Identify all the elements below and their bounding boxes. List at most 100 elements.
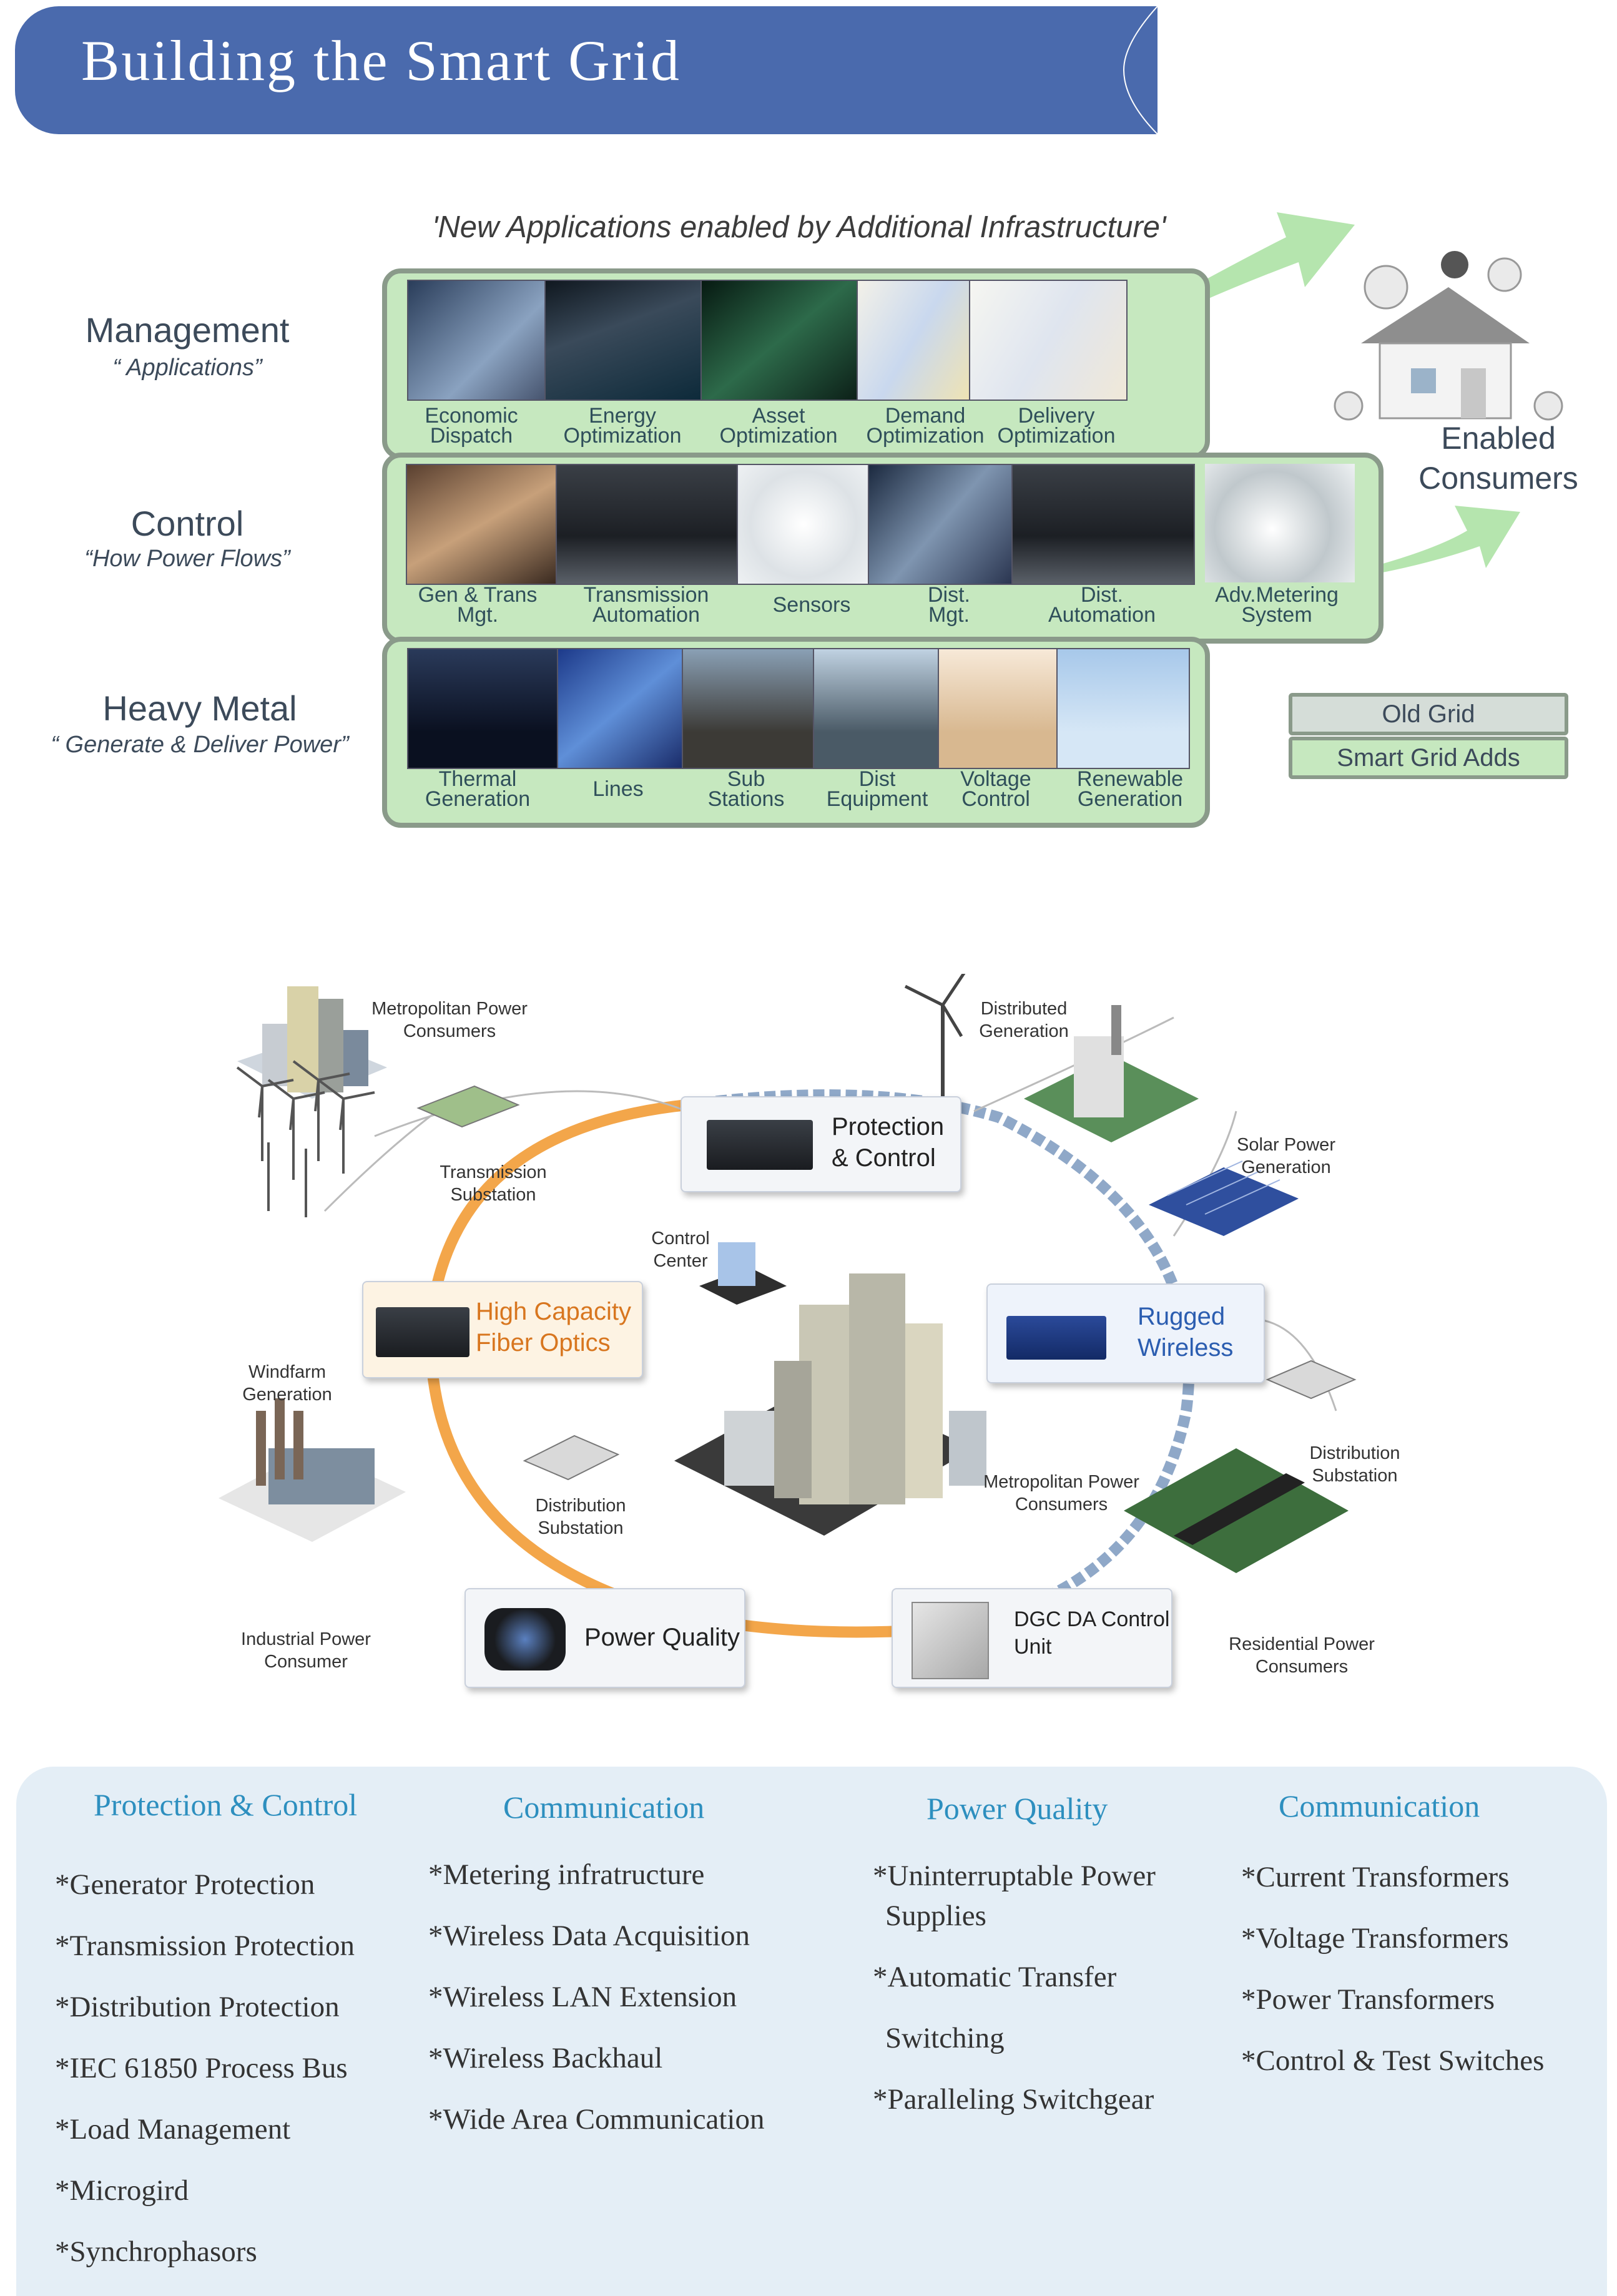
label-transmission-sub: Transmission Substation: [440, 1162, 547, 1205]
tile-adv-metering: Adv.Metering System: [1215, 583, 1339, 627]
layer-control-subtitle: “How Power Flows”: [84, 546, 290, 572]
tile-lines: Lines: [592, 777, 644, 801]
tile-dist-mgt: Dist. Mgt.: [928, 583, 970, 627]
gen-trans-mgt-photo: [406, 464, 558, 585]
title-banner: [15, 6, 1157, 134]
label-dist-sub-right: Distribution Substation: [1309, 1443, 1400, 1486]
power-meter-icon: [484, 1608, 566, 1670]
control-cabinet-icon: [912, 1602, 989, 1679]
dist-equipment-photo: [813, 648, 940, 769]
callout-dgc: DGC DA Control Unit: [892, 1588, 1172, 1688]
tile-transmission-automation: Transmission Automation: [583, 583, 709, 627]
layer-management-subtitle: “ Applications”: [112, 355, 262, 381]
list-item: *Wireless Data Acquisition: [428, 1920, 750, 1952]
label-solar: Solar Power Generation: [1237, 1135, 1335, 1177]
callout-protection-control: Protection & Control: [681, 1096, 961, 1192]
column-heading-communication-2: Communication: [1279, 1788, 1480, 1823]
voltage-control-photo: [938, 648, 1059, 769]
callout-fiber-text: High Capacity Fiber Optics: [476, 1298, 632, 1357]
list-item: *IEC 61850 Process Bus: [55, 2052, 348, 2084]
list-item: *Distribution Protection: [55, 1991, 340, 2023]
callout-power-quality: Power Quality: [464, 1588, 745, 1688]
wireless-device-icon: [1006, 1316, 1106, 1360]
list-item: *Metering infratructure: [428, 1858, 705, 1891]
column-heading-power-quality: Power Quality: [926, 1791, 1108, 1826]
callout-rugged-wireless: Rugged Wireless: [986, 1283, 1265, 1383]
label-windfarm: Windfarm Generation: [242, 1362, 332, 1405]
tile-dist-automation: Dist. Automation: [1048, 583, 1156, 627]
list-item: *Wireless Backhaul: [428, 2042, 663, 2074]
list-item: *Automatic Transfer: [873, 1961, 1117, 1993]
label-control-center: Control Center: [651, 1229, 710, 1271]
tile-energy-optimization: Energy Optimization: [563, 404, 682, 448]
callout-fiber-optics: High Capacity Fiber Optics: [362, 1281, 643, 1378]
tile-renewable-generation: Renewable Generation: [1076, 767, 1184, 811]
callout-power-quality-text: Power Quality: [584, 1624, 740, 1651]
energy-optimization-photo: [544, 280, 703, 401]
tile-sensors: Sensors: [772, 593, 851, 617]
list-item: *Paralleling Switchgear: [873, 2083, 1154, 2116]
page-title: Building the Smart Grid: [81, 29, 681, 92]
economic-dispatch-photo: [407, 280, 552, 401]
transmission-automation-photo: [556, 464, 739, 585]
thermal-generation-photo: [407, 648, 559, 769]
list-item: *Wide Area Communication: [428, 2103, 765, 2136]
column-heading-protection: Protection & Control: [94, 1787, 358, 1822]
fiber-device-icon: [376, 1307, 469, 1357]
tile-gen-trans-mgt: Gen & Trans Mgt.: [418, 583, 538, 627]
callout-protection-text: Protection & Control: [832, 1113, 945, 1172]
list-item: *Current Transformers: [1241, 1861, 1510, 1893]
control-band: Gen & Trans Mgt. Transmission Automation…: [382, 453, 1384, 644]
list-item: *Power Transformers: [1241, 1983, 1495, 2016]
label-industrial: Industrial Power Consumer: [241, 1629, 371, 1672]
upgrade-arrow-icon: [1180, 212, 1355, 303]
legend-smart-grid-adds: Smart Grid Adds: [1289, 737, 1568, 779]
list-item: Switching: [885, 2022, 1005, 2054]
list-item: Supplies: [885, 1900, 986, 1932]
asset-optimization-photo: [700, 280, 859, 401]
heavy-metal-band: Thermal Generation Lines Sub Stations Di…: [382, 637, 1210, 828]
tile-demand-optimization: Demand Optimization: [866, 404, 985, 448]
label-dist-sub-left: Distribution Substation: [535, 1496, 626, 1538]
dist-automation-photo: [1011, 464, 1195, 585]
house-icon: [1334, 251, 1563, 421]
list-item: *Uninterruptable Power: [873, 1860, 1156, 1892]
layer-heavy-metal-subtitle: “ Generate & Deliver Power”: [51, 732, 349, 758]
list-item: *Microgird: [55, 2174, 189, 2207]
list-item: *Voltage Transformers: [1241, 1922, 1509, 1955]
delivery-optimization-photo: [969, 280, 1128, 401]
list-item: *Transmission Protection: [55, 1930, 355, 1962]
banner-notch: [1099, 6, 1158, 134]
renewable-generation-photo: [1056, 648, 1190, 769]
tile-dist-equipment: Dist Equipment: [826, 767, 928, 811]
sensors-photo: [737, 464, 870, 585]
metering-photo: [1205, 464, 1355, 582]
label-metro-top: Metropolitan Power Consumers: [371, 999, 528, 1041]
layer-management-label: Management: [85, 310, 290, 350]
column-heading-communication-1: Communication: [503, 1790, 705, 1825]
label-metro-center: Metropolitan Power Consumers: [983, 1472, 1139, 1514]
sub-stations-photo: [682, 648, 815, 769]
tile-asset-optimization: Asset Optimization: [719, 404, 838, 448]
tile-delivery-optimization: Delivery Optimization: [997, 404, 1116, 448]
layers-title: 'New Applications enabled by Additional …: [432, 210, 1166, 244]
list-item: *Synchrophasors: [55, 2235, 257, 2268]
features-panel: [16, 1767, 1607, 2296]
relay-device-icon: [707, 1120, 813, 1170]
enabled-consumers-label: Enabled Consumers: [1418, 421, 1578, 496]
layer-heavy-metal-label: Heavy Metal: [102, 689, 297, 728]
demand-optimization-photo: [857, 280, 971, 401]
label-residential: Residential Power Consumers: [1229, 1634, 1375, 1677]
list-item: *Control & Test Switches: [1241, 2044, 1545, 2077]
network-diagram: [219, 974, 1357, 1638]
list-item: *Wireless LAN Extension: [428, 1981, 737, 2013]
list-item: *Load Management: [55, 2113, 291, 2146]
tile-voltage-control: Voltage Control: [960, 767, 1031, 811]
dist-mgt-photo: [868, 464, 1014, 585]
tile-thermal-generation: Thermal Generation: [425, 767, 531, 811]
layer-control-label: Control: [130, 504, 244, 543]
callout-dgc-text: DGC DA Control Unit: [1014, 1607, 1170, 1659]
tile-economic-dispatch: Economic Dispatch: [425, 404, 518, 448]
management-band: Economic Dispatch Energy Optimization As…: [382, 268, 1210, 459]
consumer-arrow-icon: [1367, 506, 1520, 573]
